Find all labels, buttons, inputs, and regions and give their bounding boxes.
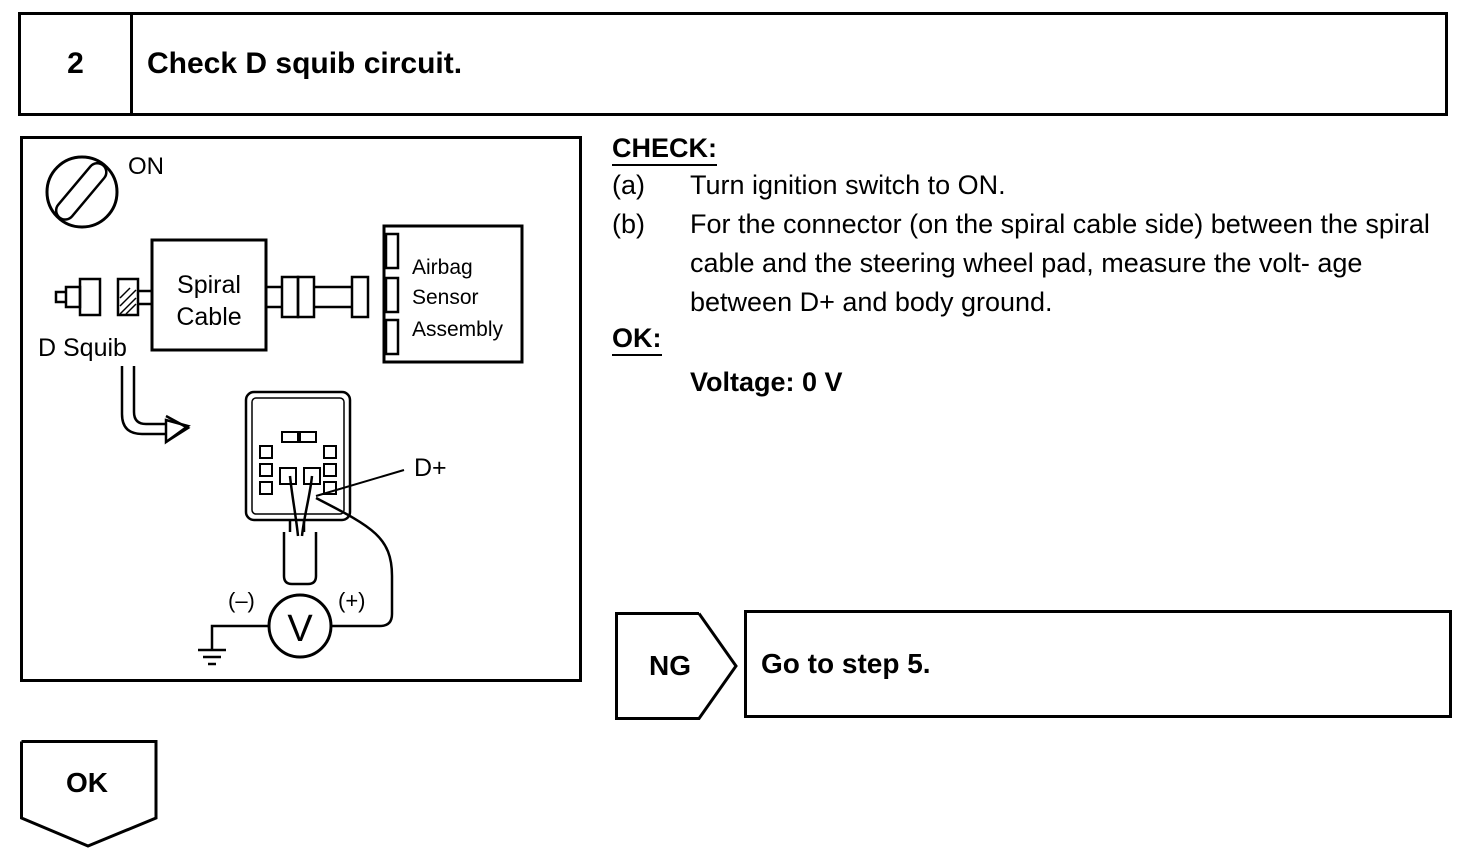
connector-detail-icon <box>244 390 352 586</box>
airbag-label-1: Airbag <box>412 256 473 279</box>
airbag-label-2: Sensor <box>412 286 479 309</box>
ng-result-box: Go to step 5. <box>744 610 1452 718</box>
ok-flow-arrow: OK <box>20 740 158 850</box>
d-squib-label: D Squib <box>38 334 127 362</box>
step-number: 2 <box>21 15 133 113</box>
check-section: CHECK: (a) Turn ignition switch to ON. (… <box>612 132 1462 402</box>
ng-arrow-shape <box>615 612 738 720</box>
step-key: (a) <box>612 170 645 200</box>
ok-value: Voltage: 0 V <box>690 367 843 397</box>
sensor-connector-icon <box>266 275 370 319</box>
airbag-sensor-box <box>382 224 524 364</box>
step-header: 2 Check D squib circuit. <box>18 12 1448 116</box>
svg-text:V: V <box>287 608 313 650</box>
ignition-on-label: ON <box>128 153 164 180</box>
d-plus-label: D+ <box>414 454 447 482</box>
step-text: For the connector (on the spiral cable s… <box>690 209 1430 317</box>
spiral-cable-box <box>150 238 268 352</box>
arrow-icon <box>120 366 191 445</box>
voltmeter-icon: V <box>267 593 333 659</box>
ok-flow-label: OK <box>66 767 108 798</box>
spiral-cable-label-2: Cable <box>176 303 241 331</box>
plus-label: (+) <box>338 588 366 613</box>
ok-label: OK: <box>612 322 662 356</box>
ok-arrow-shape <box>20 740 158 848</box>
ng-arrow-box: NG <box>615 612 739 720</box>
step-key: (b) <box>612 209 645 239</box>
step-text: Turn ignition switch to ON. <box>690 170 1006 200</box>
check-step-b: (b) For the connector (on the spiral cab… <box>612 205 1462 322</box>
ignition-switch-icon <box>45 155 119 229</box>
check-step-a: (a) Turn ignition switch to ON. <box>612 166 1462 205</box>
check-label: CHECK: <box>612 132 717 166</box>
d-squib-connector-icon <box>54 277 152 317</box>
circuit-diagram: ON Spiral Cable Airbag Sensor Assembly D… <box>20 136 582 682</box>
airbag-label-3: Assembly <box>412 318 504 341</box>
ground-icon <box>198 624 269 666</box>
spiral-cable-label-1: Spiral <box>177 271 241 299</box>
ng-label: NG <box>649 650 691 681</box>
step-title: Check D squib circuit. <box>147 47 463 80</box>
minus-label: (–) <box>228 588 255 613</box>
